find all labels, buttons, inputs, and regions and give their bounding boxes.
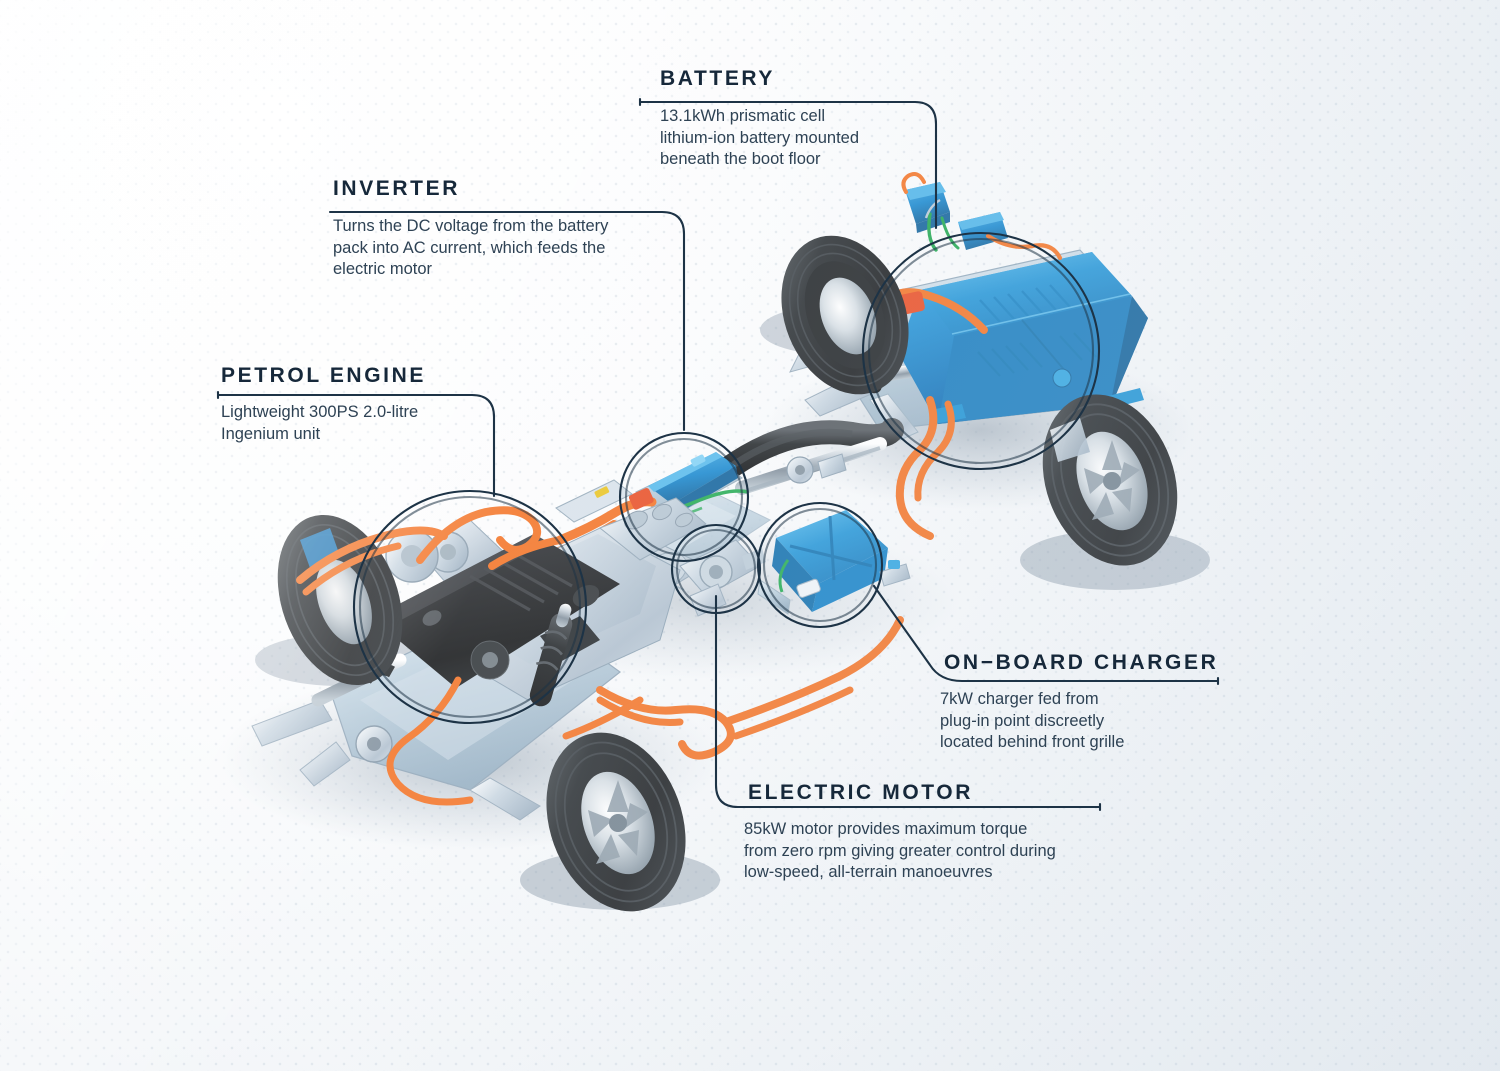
callout-inverter-body: Turns the DC voltage from the battery pa…: [333, 217, 609, 278]
callout-battery: BATTERY 13.1kWh prismatic cell lithium-i…: [660, 68, 859, 171]
callout-on-board-charger-title: ON−BOARD CHARGER: [944, 651, 1219, 674]
callout-on-board-charger-body: 7kW charger fed from plug-in point discr…: [940, 690, 1125, 751]
petrol-engine-highlight-circle: [352, 489, 588, 725]
callout-battery-title: BATTERY: [660, 67, 776, 90]
callout-inverter: INVERTER Turns the DC voltage from the b…: [333, 178, 608, 281]
inverter-leader-line: [328, 210, 686, 432]
callout-petrol-engine: PETROL ENGINE Lightweight 300PS 2.0-litr…: [221, 365, 426, 445]
on-board-charger-leader-line: [872, 584, 1220, 686]
callout-electric-motor-body: 85kW motor provides maximum torque from …: [744, 820, 1056, 881]
callout-battery-body: 13.1kWh prismatic cell lithium-ion batte…: [660, 107, 860, 168]
electric-motor-leader-line: [714, 594, 1102, 812]
petrol-engine-leader-line: [216, 390, 496, 498]
inverter-highlight-circle: [618, 431, 750, 563]
callout-petrol-engine-title: PETROL ENGINE: [221, 364, 426, 387]
callout-on-board-charger: ON−BOARD CHARGER 7kW charger fed from pl…: [940, 651, 1219, 754]
callout-inverter-title: INVERTER: [333, 177, 460, 200]
battery-highlight-circle: [861, 231, 1101, 471]
callout-petrol-engine-body: Lightweight 300PS 2.0-litre Ingenium uni…: [221, 403, 419, 443]
on-board-charger-highlight-circle: [756, 501, 884, 629]
callout-electric-motor: ELECTRIC MOTOR 85kW motor provides maxim…: [744, 781, 1056, 884]
battery-leader-line: [638, 97, 938, 230]
callout-electric-motor-title: ELECTRIC MOTOR: [748, 781, 974, 804]
electric-motor-highlight-circle: [670, 523, 762, 615]
